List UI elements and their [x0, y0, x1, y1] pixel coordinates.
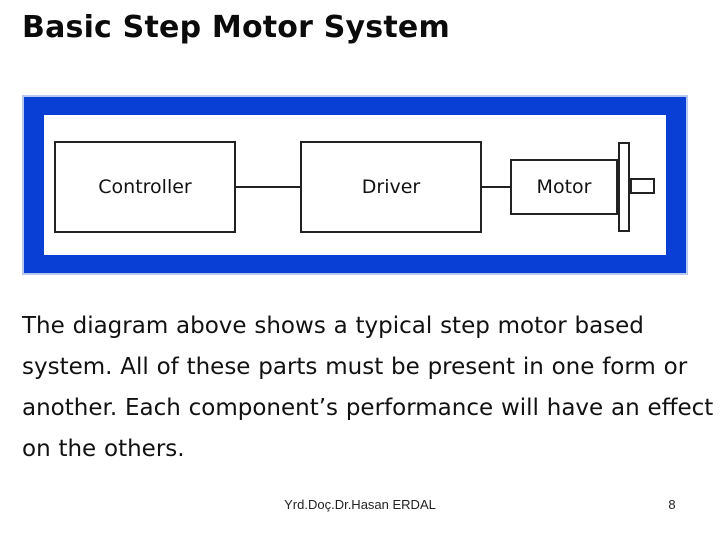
controller-driver-connector — [236, 186, 300, 188]
page-number: 8 — [668, 497, 676, 512]
body-paragraph: The diagram above shows a typical step m… — [22, 313, 714, 462]
motor-flange — [618, 142, 630, 232]
diagram-canvas: Controller Driver Motor — [44, 115, 666, 255]
driver-motor-connector — [482, 186, 510, 188]
motor-block: Motor — [510, 159, 618, 215]
footer-author: Yrd.Doç.Dr.Hasan ERDAL — [284, 497, 436, 512]
slide-title: Basic Step Motor System — [22, 10, 450, 45]
controller-block: Controller — [54, 141, 236, 233]
driver-block: Driver — [300, 141, 482, 233]
diagram-frame: Controller Driver Motor — [22, 95, 688, 275]
motor-shaft — [630, 178, 655, 194]
